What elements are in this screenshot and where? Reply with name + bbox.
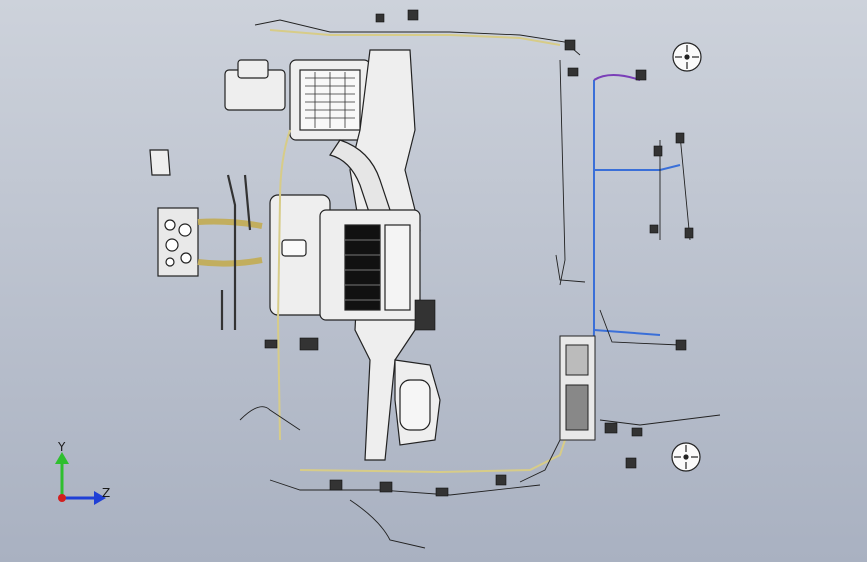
control-module[interactable]	[559, 335, 596, 441]
purple-wire[interactable]	[593, 74, 641, 81]
z-axis-arrowhead	[94, 491, 106, 505]
y-axis-label: Y	[58, 440, 66, 454]
gauge-icon	[671, 442, 701, 472]
x-axis-dot	[58, 494, 66, 502]
dash-wire-harness[interactable]	[269, 29, 566, 474]
coordinate-triad-icon: Y Z	[40, 430, 140, 530]
connectors[interactable]	[264, 9, 694, 497]
heater-hoses[interactable]	[197, 174, 263, 330]
hvac-assembly[interactable]	[149, 49, 441, 461]
gauge-icon	[672, 42, 702, 72]
y-axis-arrowhead	[55, 452, 69, 464]
z-axis-label: Z	[102, 486, 111, 500]
